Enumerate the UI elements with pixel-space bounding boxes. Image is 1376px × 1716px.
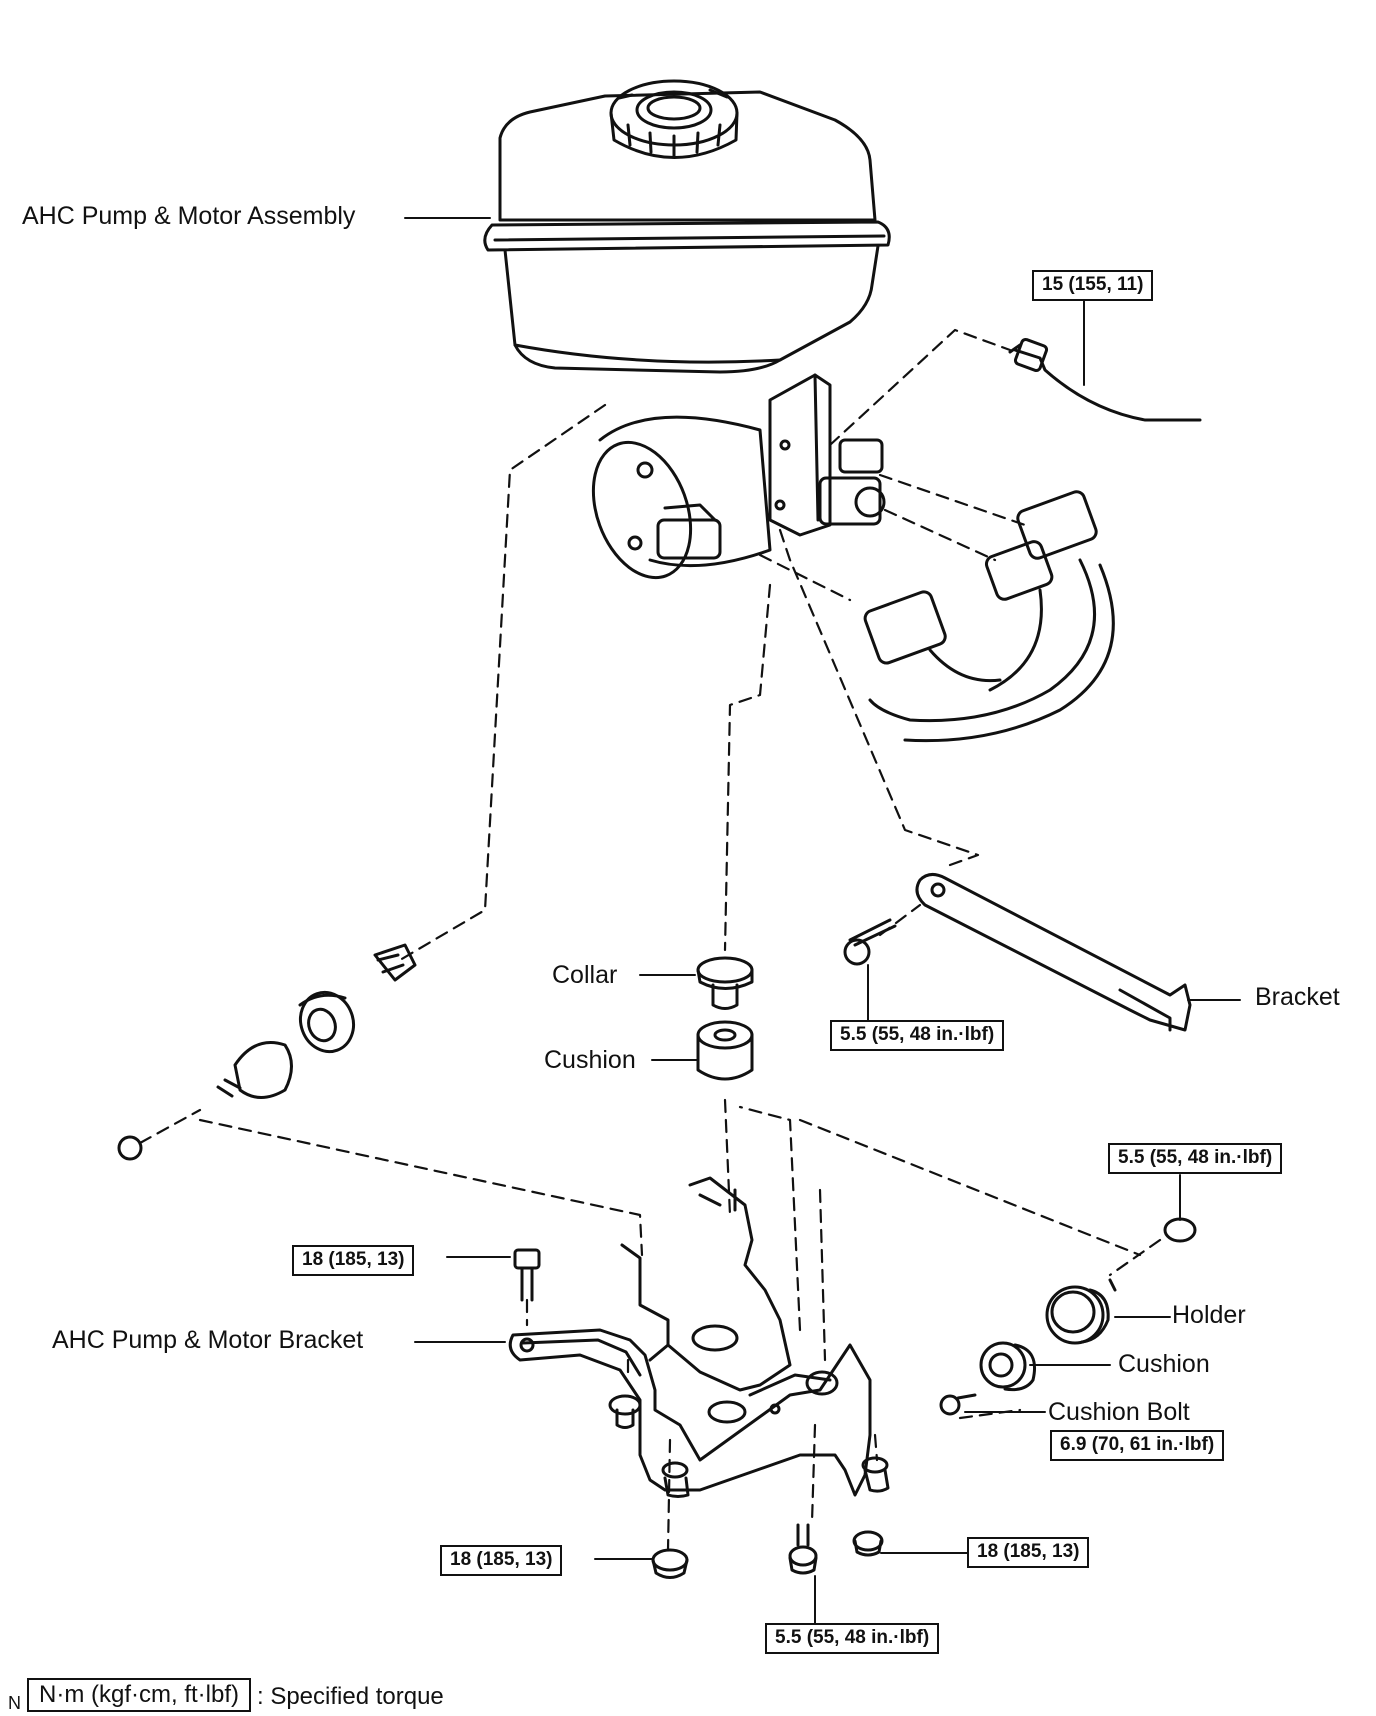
torque-bracket-lower-right: 18 (185, 13) <box>967 1537 1090 1568</box>
legend-description: : Specified torque <box>256 1683 444 1711</box>
torque-legend: N N·m (kgf·cm, ft·lbf) : Specified torqu… <box>8 1678 444 1714</box>
bracket-bolt <box>843 918 897 966</box>
label-collar: Collar <box>552 961 618 989</box>
torque-holder-nut: 5.5 (55, 48 in.·lbf) <box>1108 1143 1283 1174</box>
strap-bracket <box>915 873 1192 1032</box>
wire-harness <box>863 490 1115 743</box>
ahc-pump-motor-bracket-part <box>508 1176 872 1497</box>
left-mount-parts <box>117 943 417 1161</box>
reservoir-cap <box>609 79 739 159</box>
label-ahc-pump-motor-assembly: AHC Pump & Motor Assembly <box>22 202 356 230</box>
bracket-fasteners <box>513 1248 890 1579</box>
legend-unit-box: N·m (kgf·cm, ft·lbf) <box>27 1678 251 1713</box>
pressure-pipe <box>1008 337 1202 422</box>
assembly-guide-lines <box>138 328 1162 1552</box>
collar-part <box>696 956 754 1010</box>
torque-cushion-bolt: 6.9 (70, 61 in.·lbf) <box>1050 1430 1225 1461</box>
torque-bracket-bolt: 5.5 (55, 48 in.·lbf) <box>830 1020 1005 1051</box>
pump-motor <box>591 415 772 580</box>
cushion-part-center <box>696 1020 754 1081</box>
label-holder: Holder <box>1172 1301 1246 1329</box>
torque-pipe: 15 (155, 11) <box>1032 270 1154 301</box>
torque-bracket-bottom-center: 5.5 (55, 48 in.·lbf) <box>765 1623 940 1654</box>
label-bracket: Bracket <box>1255 983 1340 1011</box>
torque-bracket-lower-left: 18 (185, 13) <box>440 1545 563 1576</box>
label-cushion-right: Cushion <box>1118 1350 1210 1378</box>
leader-lines <box>404 217 1241 1626</box>
torque-bracket-upper-left: 18 (185, 13) <box>292 1245 415 1276</box>
ahc-pump-motor-assembly-part <box>483 79 891 580</box>
label-cushion-bolt: Cushion Bolt <box>1048 1398 1190 1426</box>
right-mount-parts <box>939 1217 1197 1416</box>
label-ahc-pump-motor-bracket: AHC Pump & Motor Bracket <box>52 1326 364 1354</box>
label-cushion-center: Cushion <box>544 1046 636 1074</box>
valve-block <box>768 373 886 537</box>
legend-prefix: N <box>8 1693 21 1714</box>
